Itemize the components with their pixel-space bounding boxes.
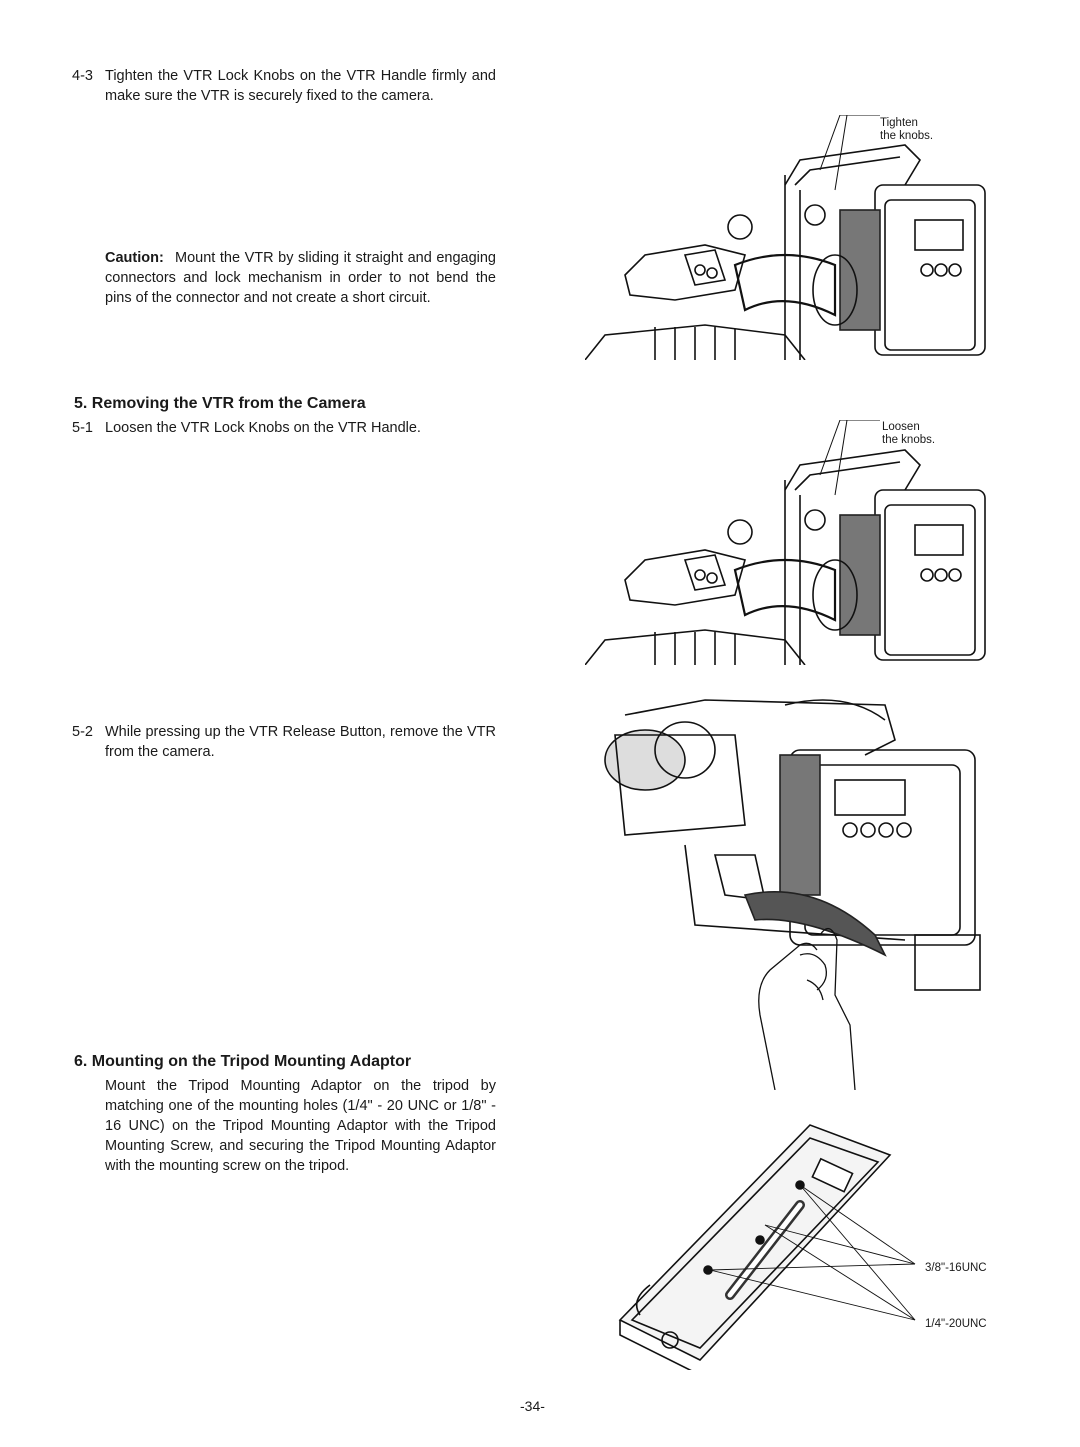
step-text: Tighten the VTR Lock Knobs on the VTR Ha…	[105, 68, 496, 104]
camera-vtr-illustration	[585, 115, 986, 360]
callout-line-2: the knobs.	[880, 130, 934, 142]
callout-leader-lines	[709, 1184, 916, 1321]
step-number: 5-1	[72, 420, 93, 436]
figure-tripod-leaders	[690, 1170, 920, 1330]
callout-3-8-16unc: 3/8"-16UNC	[925, 1262, 987, 1274]
figure-loosen-knobs	[585, 420, 995, 665]
figure-vtr-release	[585, 695, 990, 1090]
callout-tighten: Tighten the knobs.	[880, 117, 933, 143]
camera-release-illustration	[604, 699, 981, 1090]
caution-note: Caution: Mount the VTR by sliding it str…	[105, 248, 496, 308]
step-5-1: 5-1 Loosen the VTR Lock Knobs on the VTR…	[72, 418, 496, 438]
step-number: 4-3	[72, 68, 93, 84]
callout-loosen: Loosen the knobs.	[882, 421, 935, 447]
section-6-text: Mount the Tripod Mounting Adaptor on the…	[105, 1078, 496, 1174]
figure-tripod-adaptor	[610, 1110, 910, 1370]
callout-1-4-20unc: 1/4"-20UNC	[925, 1318, 987, 1330]
step-number: 5-2	[72, 724, 93, 740]
caution-label: Caution:	[105, 250, 164, 266]
figure-tighten-knobs	[585, 115, 995, 360]
step-text: While pressing up the VTR Release Button…	[105, 724, 496, 760]
step-text: Loosen the VTR Lock Knobs on the VTR Han…	[105, 420, 421, 436]
callout-line-1: Loosen	[882, 421, 920, 433]
tripod-adaptor-illustration	[618, 1124, 892, 1370]
section-6-heading: 6. Mounting on the Tripod Mounting Adapt…	[74, 1053, 412, 1070]
callout-line-2: the knobs.	[882, 434, 936, 446]
callout-line-1: Tighten	[880, 117, 918, 129]
camera-vtr-illustration	[585, 420, 986, 665]
section-5-heading: 5. Removing the VTR from the Camera	[74, 395, 366, 412]
page-number: -34-	[520, 1398, 545, 1414]
step-4-3: 4-3 Tighten the VTR Lock Knobs on the VT…	[72, 66, 496, 106]
caution-text: Mount the VTR by sliding it straight and…	[105, 250, 496, 306]
step-5-2: 5-2 While pressing up the VTR Release Bu…	[72, 722, 496, 762]
